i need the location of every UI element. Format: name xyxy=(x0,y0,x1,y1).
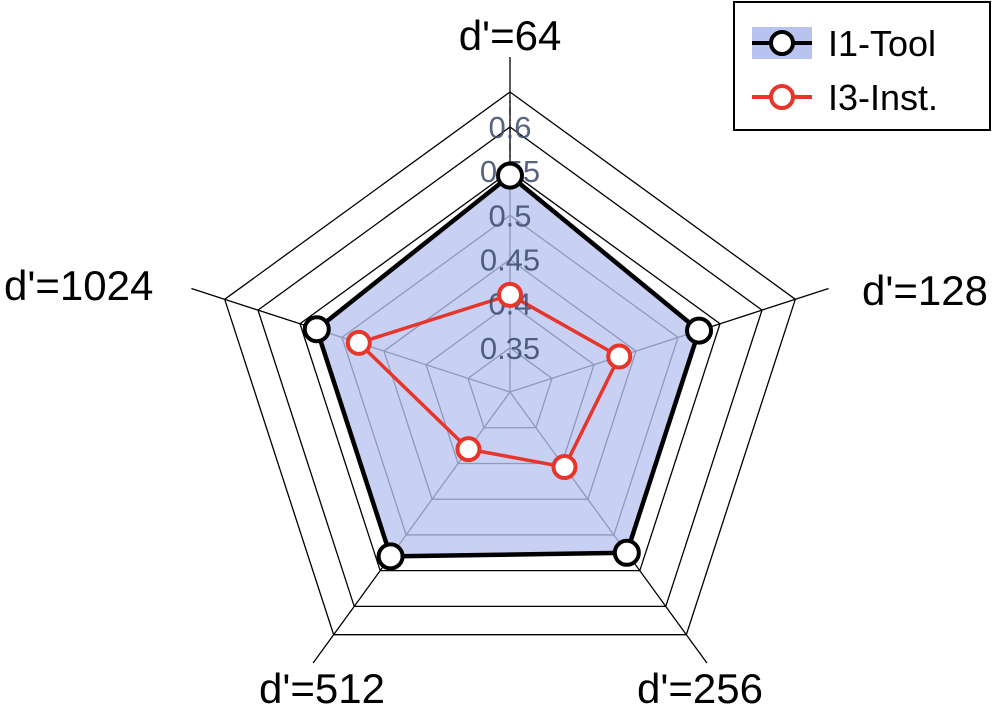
series-1-point xyxy=(612,538,641,567)
tick-label: 0.35 xyxy=(480,331,540,366)
grid-ring xyxy=(257,126,763,608)
legend-label-series-1: I1-Tool xyxy=(828,23,936,64)
axis-label: d'=64 xyxy=(459,12,562,59)
tick-label: 0.5 xyxy=(488,198,531,233)
series-1-point xyxy=(376,542,405,571)
axis-labels: d'=64 d'=128 d'=256 d'=512 d'=1024 xyxy=(4,12,988,711)
series-1-point xyxy=(496,161,524,190)
axis-label: d'=128 xyxy=(862,267,988,314)
tick-label: 0.6 xyxy=(488,110,531,145)
grid-ring xyxy=(223,91,797,636)
series-2-point xyxy=(497,281,523,308)
series-2-point xyxy=(606,343,633,370)
axis-label: d'=256 xyxy=(637,665,763,711)
series-1-point xyxy=(302,315,331,344)
legend-marker-series-2 xyxy=(769,84,795,110)
axis-label: d'=512 xyxy=(259,665,385,711)
legend-marker-series-1 xyxy=(769,30,795,56)
axis-label: d'=1024 xyxy=(4,262,153,309)
series-2-point xyxy=(455,436,482,463)
series-line-1 xyxy=(314,173,702,559)
series-2-point xyxy=(551,454,578,481)
radar-series xyxy=(314,173,702,559)
radial-tick-labels: 0.350.40.450.50.550.6 xyxy=(302,110,714,571)
grid-ring xyxy=(299,170,721,572)
legend: I1-Tool I3-Inst. xyxy=(733,1,991,131)
tick-label: 0.45 xyxy=(480,243,540,278)
series-line-2 xyxy=(357,293,621,469)
series-area-1 xyxy=(316,175,700,557)
series-2-point xyxy=(345,329,372,356)
series-1-point xyxy=(685,316,714,345)
legend-label-series-2: I3-Inst. xyxy=(828,77,938,118)
